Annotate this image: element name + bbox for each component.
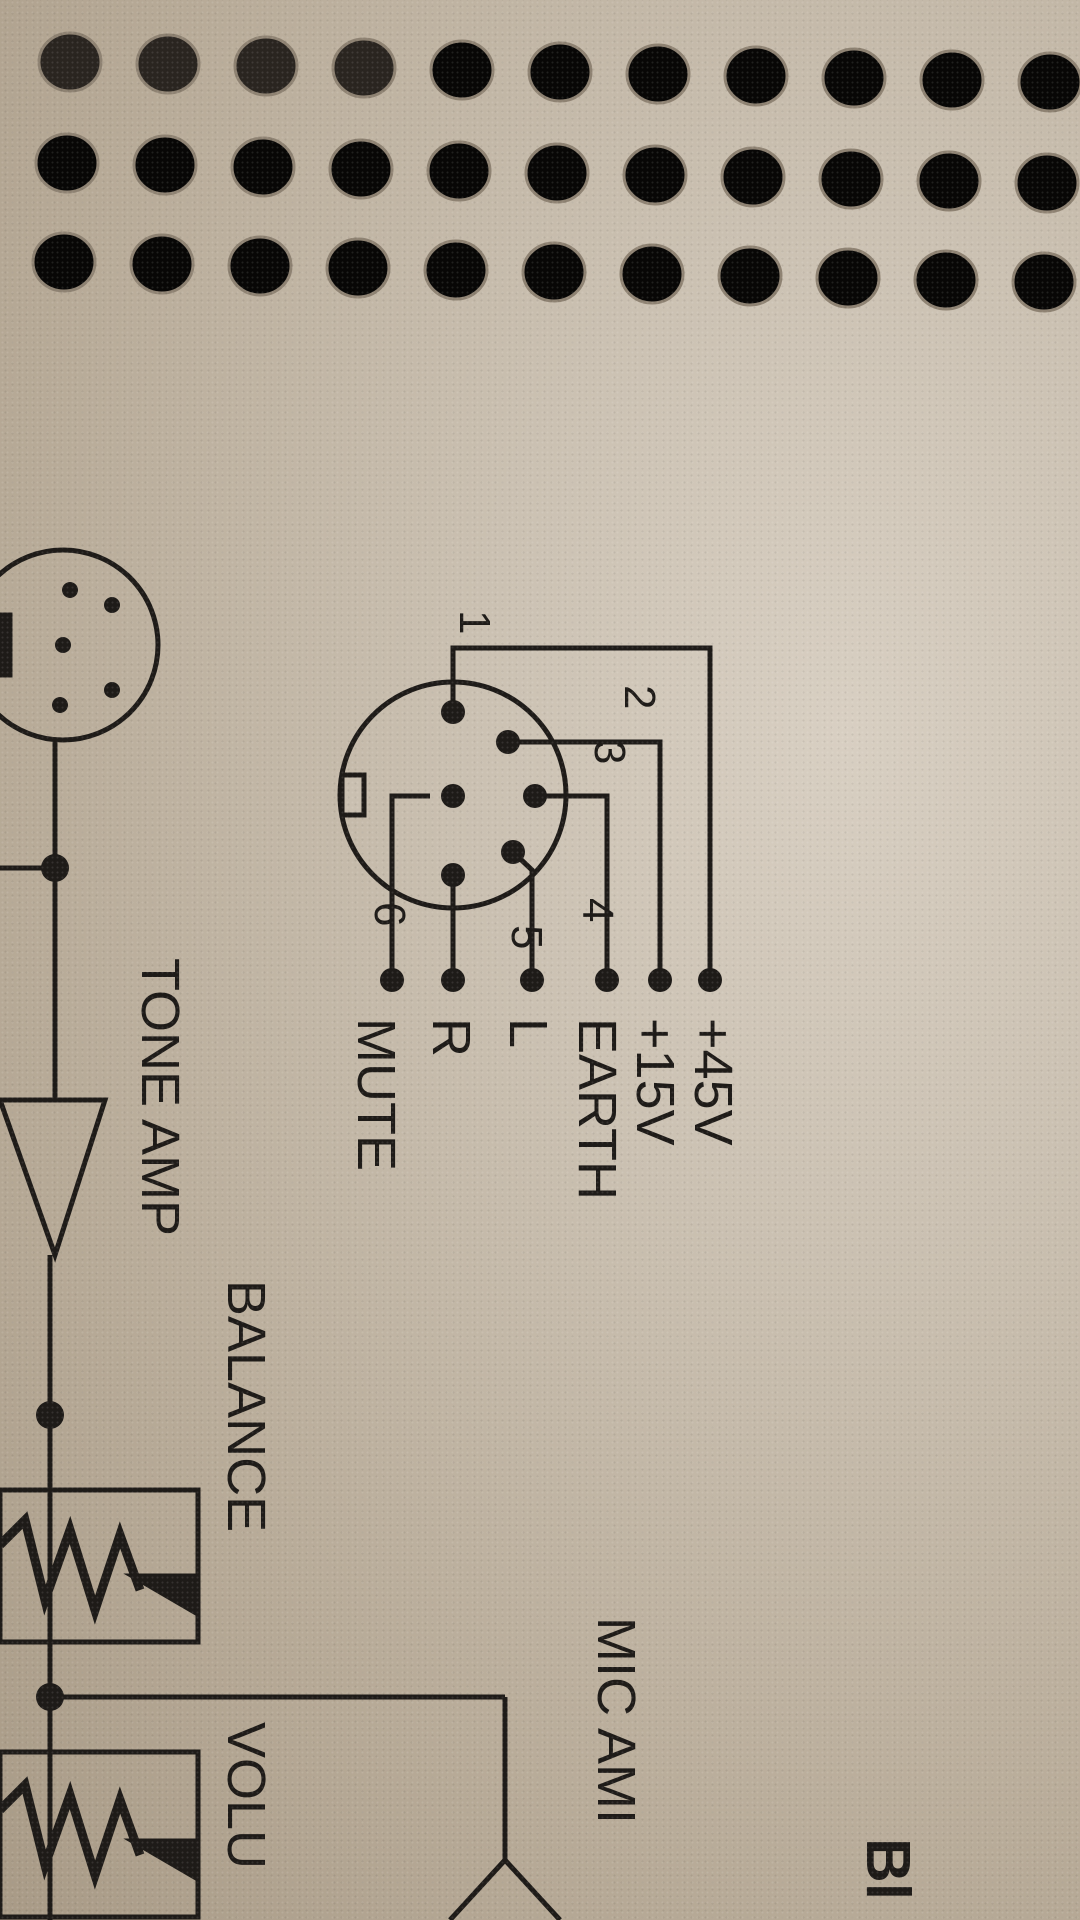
pin-number-5: 5 [502,925,551,949]
vent-hole [1011,251,1077,313]
vent-hole [527,41,593,103]
vent-hole [429,39,495,101]
vent-hole [625,43,691,105]
vent-hole [227,235,293,297]
vent-hole [230,136,296,198]
vent-hole [619,243,685,305]
resistor-symbols [0,1511,200,1890]
vent-hole [919,49,985,111]
vent-hole [521,241,587,303]
pin-number-1: 1 [450,610,499,634]
vent-hole [913,249,979,311]
vent-hole [426,140,492,202]
mic-amp-label: MIC AMI [586,1617,646,1824]
pin-label-r: R [421,1018,481,1057]
vent-hole [31,231,97,293]
vent-hole [815,247,881,309]
pin-number-2: 2 [615,685,664,709]
vent-hole [622,144,688,206]
ventilation-holes [31,31,1080,313]
pin-label-earth: EARTH [567,1018,627,1200]
vent-hole [1017,51,1080,113]
vent-hole [916,150,982,212]
corner-label: Bl [853,1838,922,1900]
din-connector-pinout [337,645,722,992]
vent-hole [818,148,884,210]
pin-numbers: 1 2 3 4 5 6 [365,610,664,949]
vent-hole [720,146,786,208]
junction-dots [36,854,69,1711]
tone-amp-label: TONE AMP [130,958,190,1236]
vent-hole [723,45,789,107]
balance-label: BALANCE [216,1280,276,1532]
pin-number-3: 3 [585,740,634,764]
pin-number-6: 6 [365,902,414,926]
vent-hole [331,37,397,99]
vent-hole [717,245,783,307]
volume-label: VOLU [216,1722,276,1869]
vent-hole [129,233,195,295]
vent-hole [34,132,100,194]
left-din-connector [0,547,161,743]
vent-hole [233,35,299,97]
vent-hole [328,138,394,200]
vent-hole [132,134,198,196]
pin-label-plus45v: +45V [683,1018,743,1146]
pin-number-4: 4 [573,898,622,922]
stage-labels: TONE AMP BALANCE VOLU MIC AMI Bl [130,958,922,1900]
vent-hole [325,237,391,299]
pin-label-mute: MUTE [346,1018,406,1171]
vent-hole [135,33,201,95]
vent-hole [423,239,489,301]
vent-hole [37,31,103,93]
pin-label-plus15v: +15V [625,1018,685,1146]
pin-label-l: L [498,1018,558,1048]
pin-function-labels: +45V +15V EARTH L R MUTE [346,1018,743,1200]
tone-amp-circuit [0,740,562,1920]
vent-hole [524,142,590,204]
vent-hole [1014,152,1080,214]
vent-hole [821,47,887,109]
